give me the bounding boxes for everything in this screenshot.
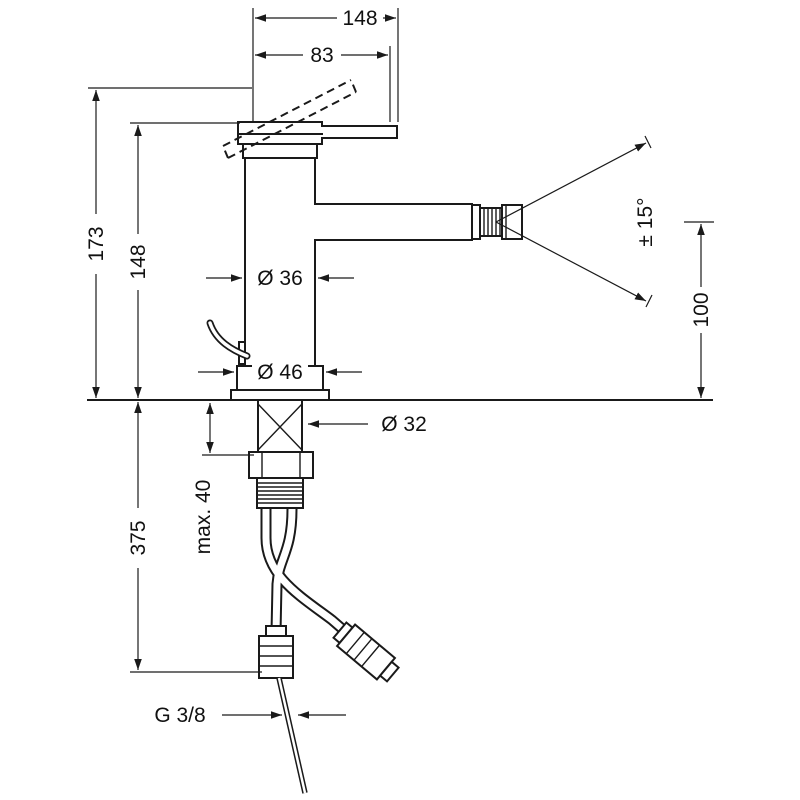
dim-spout-height: 100 xyxy=(690,224,713,398)
hose-length-label: 375 xyxy=(127,520,150,555)
threaded-tailpiece xyxy=(256,477,304,509)
angle-label: ± 15° xyxy=(634,197,657,246)
dim-height-total: 173 xyxy=(85,90,108,398)
height-total-label: 173 xyxy=(85,226,108,261)
dim-dia-body: Ø 36 xyxy=(206,266,354,290)
dia-base-label: Ø 46 xyxy=(257,361,303,384)
thread-label: G 3/8 xyxy=(154,704,205,727)
dia-body-label: Ø 36 xyxy=(257,267,303,290)
hose-tail xyxy=(276,677,308,794)
dim-width-spout: 83 xyxy=(255,44,388,67)
max-thickness-label: max. 40 xyxy=(192,480,215,555)
hose-connector-right xyxy=(332,621,401,683)
dim-swivel-angle: ± 15° xyxy=(495,135,657,308)
supply-hose-left-fill xyxy=(272,508,296,634)
handle-lever-raised-icon xyxy=(222,79,357,159)
width-total-label: 148 xyxy=(342,7,377,30)
aerator xyxy=(471,204,523,240)
hose-connector-left xyxy=(258,625,294,679)
spout-height-label: 100 xyxy=(690,292,713,327)
dim-hose-length: 375 xyxy=(127,402,150,670)
spout xyxy=(314,203,473,241)
dim-thread: G 3/8 xyxy=(154,704,346,727)
faucet-body xyxy=(230,121,330,401)
height-body-label: 148 xyxy=(127,244,150,279)
supply-hose-right-fill xyxy=(262,509,350,636)
popup-rod xyxy=(206,319,251,365)
dim-height-body: 148 xyxy=(127,125,150,398)
dim-dia-shank: Ø 32 xyxy=(308,413,427,436)
width-spout-label: 83 xyxy=(310,44,333,67)
dim-width-total: 148 xyxy=(255,7,396,30)
dimension-lines: 148 83 173 148 100 xyxy=(85,7,714,727)
handle-lever xyxy=(321,125,398,139)
dia-shank-label: Ø 32 xyxy=(381,413,427,436)
mounting-nut xyxy=(248,451,314,479)
dim-max-thickness: max. 40 xyxy=(192,403,215,554)
dim-dia-base: Ø 46 xyxy=(198,360,362,384)
shank xyxy=(257,399,303,453)
